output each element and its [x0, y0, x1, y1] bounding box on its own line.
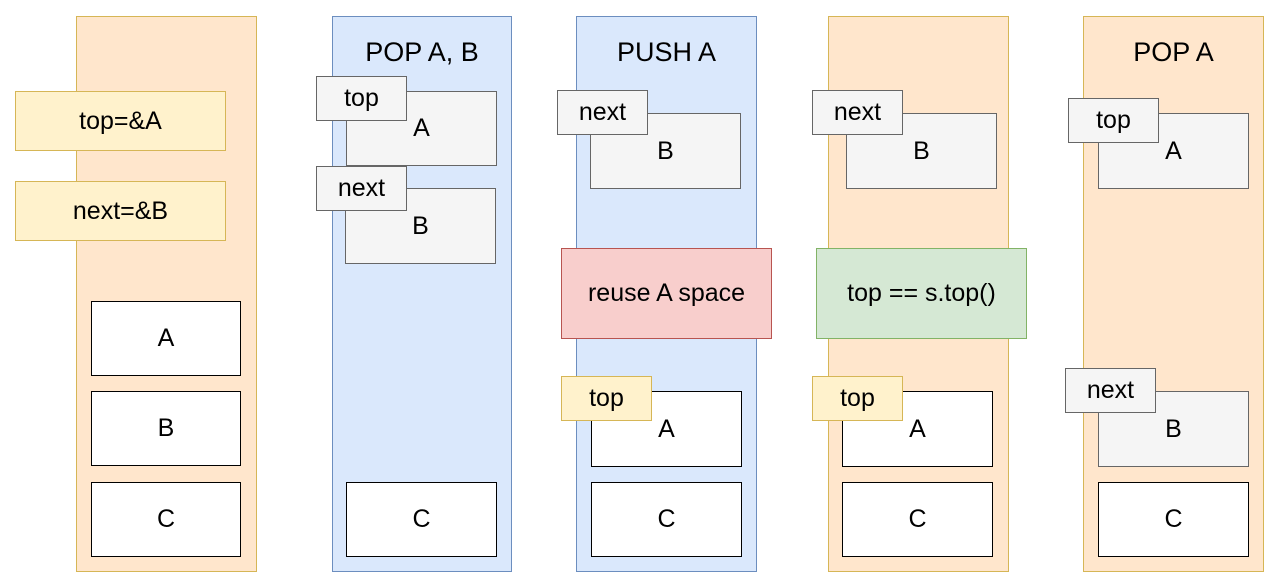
next-tag-text: next — [337, 174, 386, 202]
freed-cell-b-text: B — [657, 136, 674, 165]
top-tag-text: top — [589, 384, 624, 412]
top-check-note-text: top == s.top() — [847, 279, 996, 307]
reuse-note: reuse A space — [561, 248, 772, 339]
next-tag: next — [812, 90, 903, 135]
stack-cell-c: C — [842, 482, 993, 557]
stack-cell-c: C — [1098, 482, 1249, 557]
stack-cell-a-text: A — [909, 414, 926, 443]
stack-cell-c-text: C — [156, 505, 176, 533]
next-tag-text: next — [578, 98, 627, 126]
reuse-note-text: reuse A space — [587, 279, 746, 307]
stack-cell-c-text: C — [412, 505, 431, 533]
top-tag-text: top — [840, 384, 875, 412]
next-tag-text: next — [1086, 376, 1135, 404]
next-pointer-label: next=&B — [15, 181, 226, 241]
top-tag-text: top — [1096, 106, 1131, 134]
next-tag: next — [557, 90, 648, 135]
next-tag: next — [1065, 368, 1156, 413]
top-check-note: top == s.top() — [816, 248, 1027, 339]
stack-cell-c-text: C — [1164, 505, 1183, 533]
top-tag: top — [561, 376, 652, 421]
column-title: POP A, B — [365, 37, 479, 67]
column-title: PUSH A — [616, 37, 717, 67]
top-pointer-text: top=&A — [79, 106, 162, 135]
top-tag-text: top — [344, 84, 379, 112]
top-tag: top — [812, 376, 903, 421]
stack-cell-a-text: A — [157, 324, 175, 352]
freed-cell-a-text: A — [413, 114, 430, 142]
freed-cell-b-text: B — [1165, 414, 1182, 443]
stack-cell-c-text: C — [657, 505, 676, 533]
stack-cell-a: A — [91, 301, 241, 376]
top-tag: top — [316, 76, 407, 121]
top-pointer-label: top=&A — [15, 91, 226, 151]
stack-cell-c-text: C — [908, 505, 927, 533]
freed-cell-a-text: A — [1165, 136, 1182, 165]
next-tag-text: next — [833, 98, 882, 126]
stack-cell-c: C — [591, 482, 742, 557]
freed-cell-b-text: B — [412, 211, 429, 240]
stack-cell-b-text: B — [157, 414, 175, 442]
freed-cell-b-text: B — [913, 136, 930, 165]
column-title: POP A — [1133, 37, 1214, 67]
stack-cell-c: C — [346, 482, 497, 557]
next-tag: next — [316, 166, 407, 211]
stack-cell-b: B — [91, 391, 241, 466]
stack-cell-c: C — [91, 482, 241, 557]
top-tag: top — [1068, 98, 1159, 143]
stack-cell-a-text: A — [658, 414, 675, 443]
next-pointer-text: next=&B — [72, 196, 169, 225]
